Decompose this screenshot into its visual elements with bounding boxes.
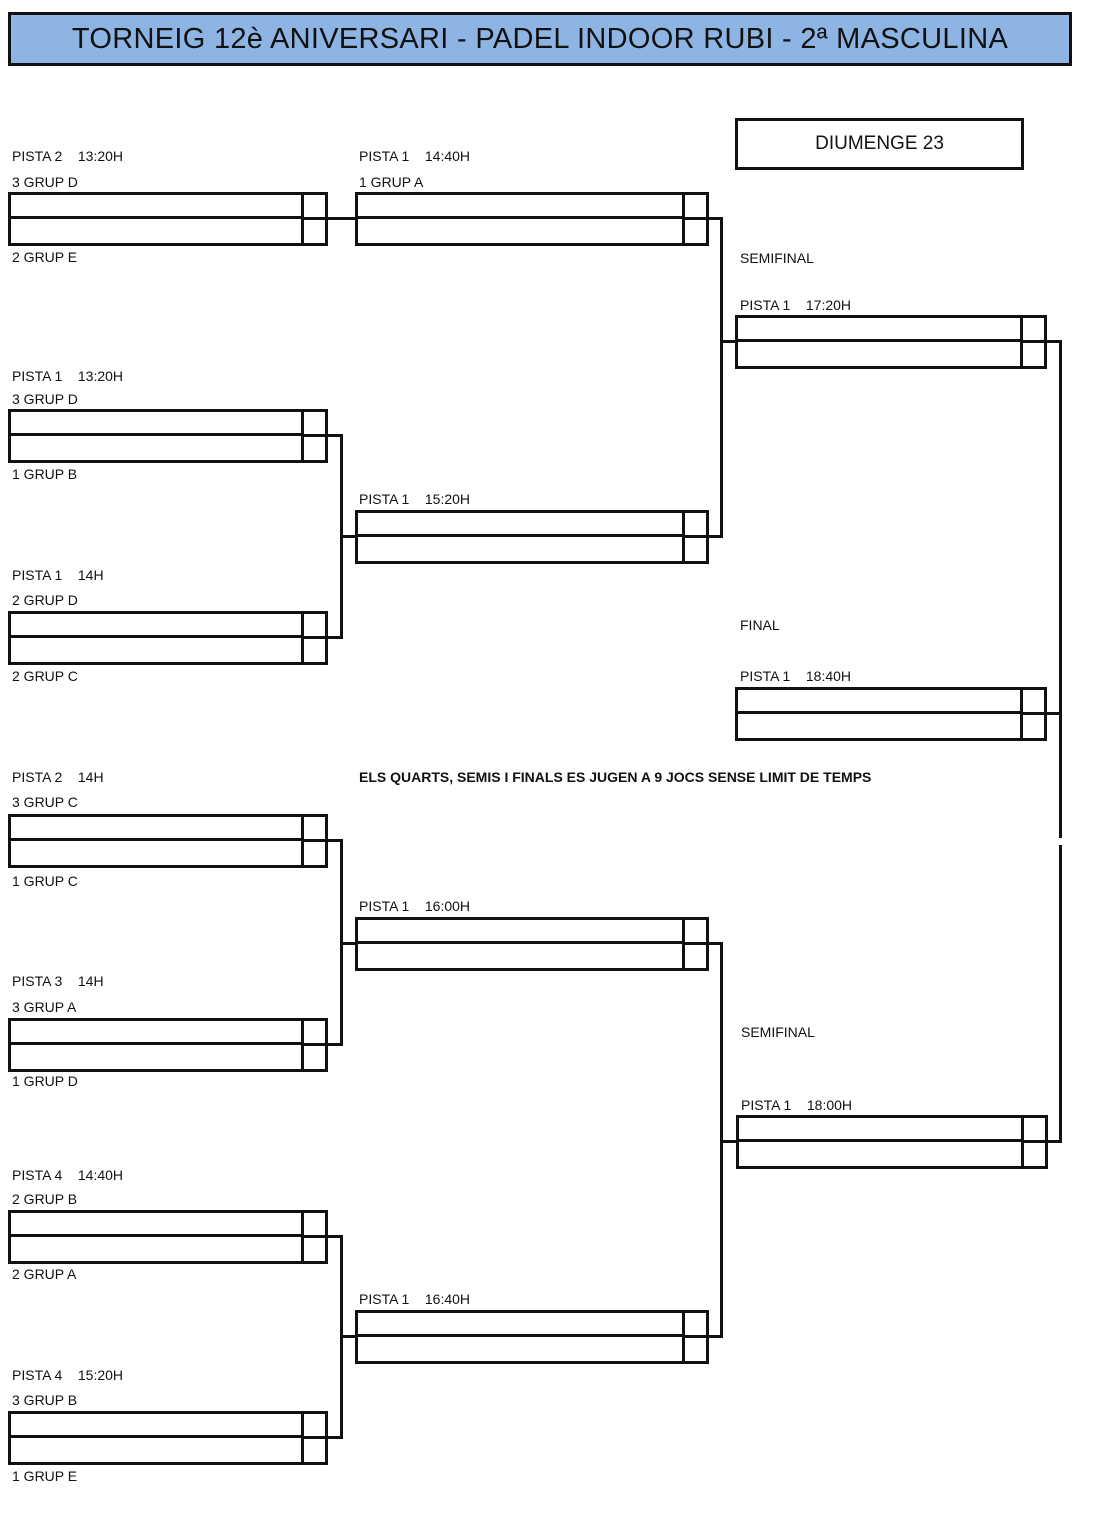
connector-line <box>340 535 357 538</box>
qf1-box <box>355 192 709 246</box>
rules-note: ELS QUARTS, SEMIS I FINALS ES JUGEN A 9 … <box>359 769 872 785</box>
connector-line <box>707 217 723 220</box>
qf1-court-time: PISTA 1 14:40H <box>359 148 471 164</box>
connector-line <box>325 636 343 639</box>
connector-line <box>325 217 357 220</box>
connector-line <box>325 1235 343 1238</box>
r1-match2-team-a: 3 GRUP D <box>12 391 78 407</box>
day-label: DIUMENGE 23 <box>815 133 944 154</box>
final-court-time: PISTA 1 18:40H <box>740 668 852 684</box>
sf1-court-time: PISTA 1 17:20H <box>740 297 852 313</box>
connector-line <box>707 942 723 945</box>
day-box: DIUMENGE 23 <box>735 118 1024 170</box>
r1-match1-team-a: 3 GRUP D <box>12 174 78 190</box>
r1-match3-team-b: 2 GRUP C <box>12 668 78 684</box>
r1-match6-team-b: 2 GRUP A <box>12 1266 77 1282</box>
r1-match3-team-a: 2 GRUP D <box>12 592 78 608</box>
r1-match7-box <box>8 1411 328 1465</box>
r1-match2-box <box>8 409 328 463</box>
tournament-title-text: TORNEIG 12è ANIVERSARI - PADEL INDOOR RU… <box>71 22 1009 55</box>
r1-match4-team-b: 1 GRUP C <box>12 873 78 889</box>
r1-match6-court-time: PISTA 4 14:40H <box>12 1167 124 1183</box>
connector-line <box>1059 845 1062 1143</box>
r1-match4-box <box>8 814 328 868</box>
r1-match6-box <box>8 1210 328 1264</box>
connector-line <box>1045 712 1062 715</box>
connector-line <box>340 942 357 945</box>
sf2-round-label: SEMIFINAL <box>741 1024 815 1040</box>
sf1-round-label: SEMIFINAL <box>740 250 814 266</box>
r1-match5-team-a: 3 GRUP A <box>12 999 77 1015</box>
connector-line <box>325 839 343 842</box>
sf2-court-time: PISTA 1 18:00H <box>741 1097 853 1113</box>
r1-match2-court-time: PISTA 1 13:20H <box>12 368 124 384</box>
r1-match3-court-time: PISTA 1 14H <box>12 567 104 583</box>
r1-match6-team-a: 2 GRUP B <box>12 1191 78 1207</box>
qf3-court-time: PISTA 1 16:00H <box>359 898 471 914</box>
r1-match3-box <box>8 611 328 665</box>
r1-match5-box <box>8 1018 328 1072</box>
connector-line <box>720 217 723 538</box>
sf1-box <box>735 315 1047 369</box>
r1-match1-team-b: 2 GRUP E <box>12 249 78 265</box>
qf2-court-time: PISTA 1 15:20H <box>359 491 471 507</box>
connector-line <box>340 1335 357 1338</box>
qf1-team-a: 1 GRUP A <box>359 174 424 190</box>
qf4-court-time: PISTA 1 16:40H <box>359 1291 471 1307</box>
connector-line <box>325 1436 343 1439</box>
tournament-title: TORNEIG 12è ANIVERSARI - PADEL INDOOR RU… <box>8 12 1072 66</box>
connector-line <box>707 1335 723 1338</box>
qf4-box <box>355 1310 709 1364</box>
r1-match1-box <box>8 192 328 246</box>
r1-match4-team-a: 3 GRUP C <box>12 794 78 810</box>
connector-line <box>325 1043 343 1046</box>
final-round-label: FINAL <box>740 617 780 633</box>
connector-line <box>1046 1140 1062 1143</box>
r1-match7-team-a: 3 GRUP B <box>12 1392 78 1408</box>
r1-match7-team-b: 1 GRUP E <box>12 1468 78 1484</box>
sf2-box <box>736 1115 1048 1169</box>
connector-line <box>1045 340 1062 343</box>
connector-line <box>720 340 737 343</box>
connector-line <box>707 535 723 538</box>
connector-line <box>720 1140 738 1143</box>
connector-line <box>1059 340 1062 838</box>
r1-match7-court-time: PISTA 4 15:20H <box>12 1367 124 1383</box>
qf3-box <box>355 917 709 971</box>
connector-line <box>325 434 343 437</box>
final-box <box>735 687 1047 741</box>
r1-match5-team-b: 1 GRUP D <box>12 1073 78 1089</box>
r1-match2-team-b: 1 GRUP B <box>12 466 78 482</box>
r1-match4-court-time: PISTA 2 14H <box>12 769 104 785</box>
r1-match1-court-time: PISTA 2 13:20H <box>12 148 124 164</box>
r1-match5-court-time: PISTA 3 14H <box>12 973 104 989</box>
qf2-box <box>355 510 709 564</box>
